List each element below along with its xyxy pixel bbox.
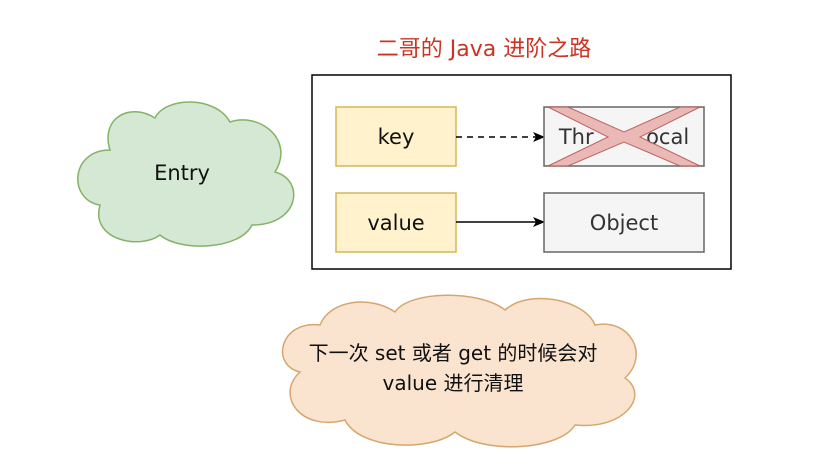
note-line-2: value 进行清理 <box>383 371 524 395</box>
object-box: Object <box>543 192 705 253</box>
note-line-1: 下一次 set 或者 get 的时候会对 <box>309 341 598 365</box>
note-cloud: 下一次 set 或者 get 的时候会对 value 进行清理 <box>281 294 637 448</box>
diagram-title: 二哥的 Java 进阶之路 <box>377 37 591 62</box>
key-box: key <box>335 106 457 167</box>
value-label: value <box>367 211 424 235</box>
value-box: value <box>335 192 457 253</box>
key-label: key <box>378 125 415 149</box>
object-label: Object <box>590 211 658 235</box>
entry-label: Entry <box>154 161 210 185</box>
cross-icon <box>547 106 701 167</box>
threadlocal-box: Thr ocal <box>543 106 705 167</box>
entry-cloud: Entry <box>77 101 295 247</box>
